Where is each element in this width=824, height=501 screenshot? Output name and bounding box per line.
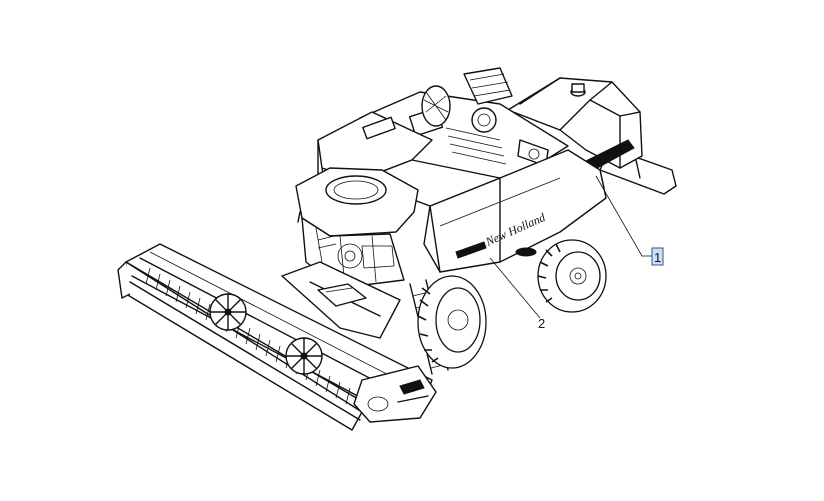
callout-1-highlight bbox=[651, 247, 664, 266]
callout-leaders bbox=[489, 175, 654, 319]
header-platform bbox=[117, 243, 437, 431]
front-wheel bbox=[417, 275, 487, 369]
rear-wheel bbox=[537, 239, 607, 313]
callout-1[interactable]: 1 bbox=[651, 247, 664, 266]
callout-2[interactable]: 2 bbox=[538, 316, 545, 331]
feeder-housing bbox=[281, 261, 401, 339]
main-body: New Holland bbox=[423, 149, 607, 273]
grain-tank bbox=[507, 77, 643, 169]
reel-spider bbox=[285, 337, 323, 375]
callout-1-label: 1 bbox=[654, 250, 661, 265]
callout-2-label: 2 bbox=[538, 316, 545, 331]
body-roof bbox=[317, 111, 501, 211]
reel-spider bbox=[209, 293, 247, 331]
